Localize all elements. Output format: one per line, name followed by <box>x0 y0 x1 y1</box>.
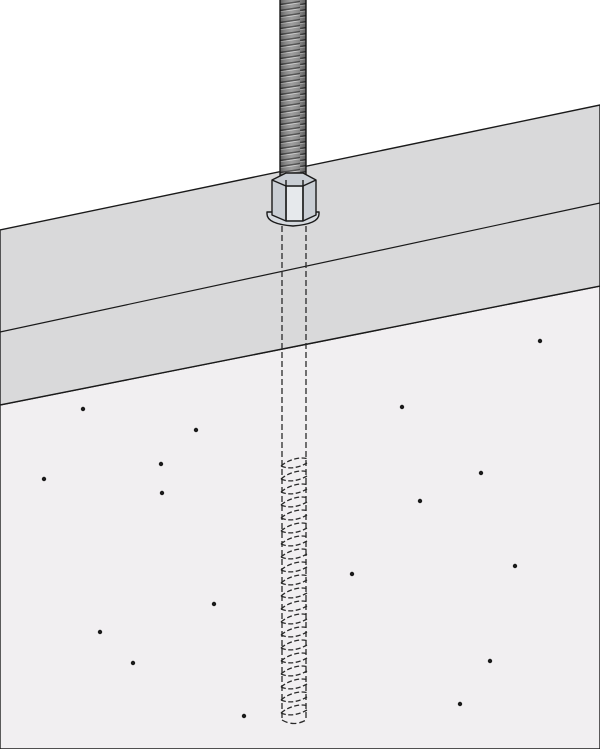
aggregate-dot <box>487 658 493 664</box>
anchor-thread-turn <box>280 574 309 586</box>
anchor-thread-turn <box>280 509 309 521</box>
threaded-rod <box>279 0 307 181</box>
anchor-thread-turn <box>280 678 309 690</box>
slab-edge-line <box>0 202 600 333</box>
aggregate-dot <box>512 563 518 569</box>
anchor-thread-turn <box>280 548 309 560</box>
anchor-thread-turn <box>280 522 309 534</box>
anchor-thread-turn <box>280 652 309 664</box>
aggregate-dot <box>241 713 247 719</box>
anchor-thread-turn <box>280 626 309 638</box>
concrete-deck-edge <box>0 104 600 406</box>
anchor-thread-turn <box>280 457 309 469</box>
screw-anchor <box>280 457 309 716</box>
anchor-thread-turn <box>280 535 309 547</box>
aggregate-dot <box>349 571 355 577</box>
anchor-thread-turn <box>280 691 309 703</box>
concrete-aggregate-dots <box>41 338 543 719</box>
anchor-thread-turn <box>280 470 309 482</box>
anchor-thread-turn <box>280 665 309 677</box>
anchor-thread-turn <box>280 587 309 599</box>
aggregate-dot <box>193 427 199 433</box>
anchor-thread-turn <box>280 704 309 716</box>
aggregate-dot <box>537 338 543 344</box>
anchor-thread-turn <box>280 613 309 625</box>
aggregate-dot <box>457 701 463 707</box>
hex-coupler-nut <box>266 172 320 227</box>
anchor-thread-turn <box>280 496 309 508</box>
aggregate-dot <box>80 406 86 412</box>
anchor-thread-turn <box>280 600 309 612</box>
anchor-thread-turn <box>280 639 309 651</box>
anchor-thread-turn <box>280 561 309 573</box>
aggregate-dot <box>41 476 47 482</box>
aggregate-dot <box>399 404 405 410</box>
drilled-hole-outline <box>281 226 307 725</box>
aggregate-dot <box>158 461 164 467</box>
aggregate-dot <box>97 629 103 635</box>
aggregate-dot <box>417 498 423 504</box>
anchor-thread-turn <box>280 483 309 495</box>
aggregate-dot <box>211 601 217 607</box>
aggregate-dot <box>478 470 484 476</box>
aggregate-dot <box>159 490 165 496</box>
aggregate-dot <box>130 660 136 666</box>
